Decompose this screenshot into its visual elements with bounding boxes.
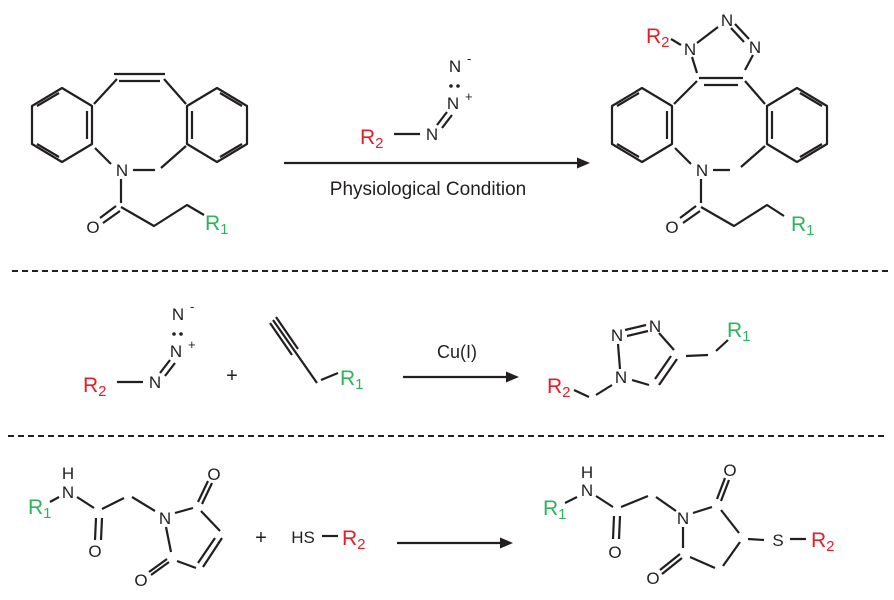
n-atom-label: N [611, 326, 623, 345]
r2-label: R2 [342, 527, 366, 553]
n-atom-label: N [159, 509, 171, 528]
bond-skeleton [30, 72, 249, 228]
r1-label: R1 [205, 212, 229, 238]
triple-bond-lines [269, 316, 299, 356]
n-atom-label: N [684, 40, 696, 59]
minus-charge-label: - [190, 299, 194, 314]
n-atom-label: N [649, 317, 661, 336]
r1-label: R1 [340, 367, 364, 393]
r2-label: R2 [360, 126, 384, 152]
bond-skeleton [564, 494, 806, 570]
r1-label: R1 [791, 213, 815, 239]
o-atom-label: O [88, 542, 101, 561]
double-bond-lines [611, 477, 731, 575]
double-bond-lines [93, 480, 216, 576]
maleimide-reactant-structure: R1 H N O N O O [28, 464, 223, 590]
lone-pair-dot [179, 332, 183, 336]
plus-charge-label: + [465, 89, 473, 104]
h-atom-label: H [62, 464, 74, 483]
h-atom-label: H [581, 463, 593, 482]
alkyne-reactant-structure: R1 [269, 316, 364, 393]
azide-reagent-row1: R2 N N + N - [360, 51, 473, 152]
n-atom-label: N [677, 509, 689, 528]
lone-pair-dot [449, 84, 453, 88]
triazole-dbco-product-structure: R2 N N N N O R1 [610, 11, 829, 239]
n-atom-label: N [149, 373, 161, 392]
bond-skeleton [610, 26, 829, 228]
bond-skeleton [49, 496, 223, 570]
reaction-arrow-1: Physiological Condition [284, 157, 590, 200]
o-atom-label: O [723, 461, 736, 480]
n-atom-label: N [62, 483, 74, 502]
r2-label: R2 [811, 529, 835, 555]
dbco-reactant-structure: N O R1 [30, 72, 249, 238]
r1-label: R1 [727, 319, 751, 345]
arrow-head-icon [500, 537, 513, 549]
n-atom-label: N [696, 161, 708, 180]
o-atom-label: O [134, 571, 147, 590]
double-bond-lines [616, 23, 823, 224]
catalyst-label: Cu(I) [437, 342, 477, 362]
n-minus-atom-label: N [449, 57, 461, 76]
double-bond-lines [624, 323, 672, 380]
o-atom-label: O [646, 569, 659, 588]
r1-label: R1 [28, 496, 52, 522]
n-plus-atom-label: N [170, 342, 182, 361]
o-atom-label: O [665, 218, 678, 237]
o-atom-label: O [86, 218, 99, 237]
n-atom-label: N [615, 368, 627, 387]
r2-label: R2 [547, 375, 571, 401]
thioether-succinimide-product-structure: R1 H N O N O O S R2 [543, 461, 835, 588]
lone-pair-dot [456, 84, 460, 88]
thiol-reactant: HS R2 [291, 527, 365, 553]
hs-label: HS [291, 528, 315, 547]
s-atom-label: S [772, 531, 783, 550]
double-bond-lines [36, 79, 243, 224]
condition-label: Physiological Condition [330, 179, 526, 200]
lone-pair-dot [172, 332, 176, 336]
plus-sign-row2: + [226, 365, 238, 387]
n-atom-label: N [749, 38, 761, 57]
n-atom-label: N [116, 161, 128, 180]
double-bond-lines [159, 359, 176, 377]
plus-sign-row3: + [255, 527, 267, 549]
n-atom-label: N [721, 11, 733, 30]
reaction-arrow-2: Cu(I) [403, 342, 519, 383]
r1-label: R1 [543, 497, 567, 523]
bond-skeleton [272, 319, 339, 384]
o-atom-label: O [207, 465, 220, 484]
r2-label: R2 [646, 25, 670, 51]
arrow-head-icon [577, 157, 590, 169]
double-bond-lines [436, 111, 453, 129]
n-atom-label: N [426, 125, 438, 144]
triazole-product-structure: R2 N N N R1 [547, 317, 751, 401]
minus-charge-label: - [467, 51, 471, 66]
azide-reactant-row2: R2 N N + N - [83, 299, 196, 400]
o-atom-label: O [608, 543, 621, 562]
plus-charge-label: + [188, 337, 196, 352]
n-minus-atom-label: N [172, 305, 184, 324]
bond-skeleton [573, 332, 729, 398]
reaction-arrow-3 [397, 537, 513, 549]
n-atom-label: N [581, 481, 593, 500]
r2-label: R2 [83, 374, 107, 400]
arrow-head-icon [506, 371, 519, 383]
n-plus-atom-label: N [447, 94, 459, 113]
